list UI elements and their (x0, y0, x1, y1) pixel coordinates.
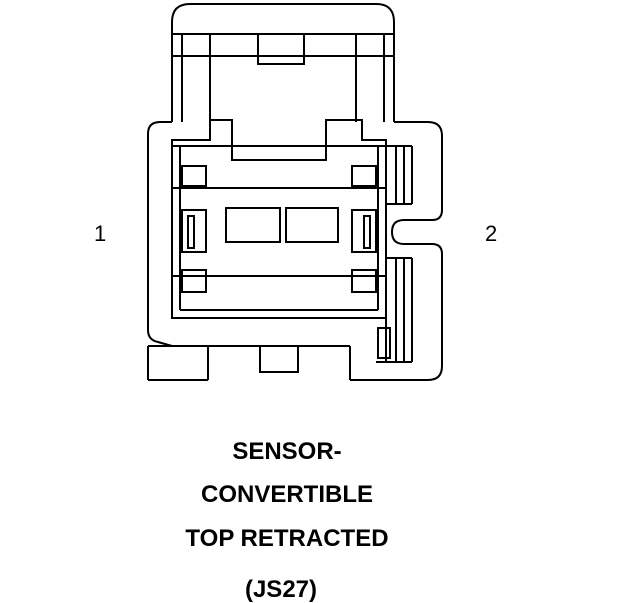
caption-line-1: SENSOR- (232, 438, 342, 465)
pin-window-2 (285, 207, 339, 243)
pin-number-left: 1 (94, 221, 107, 246)
terminal-cavities (181, 165, 377, 293)
caption-line-2: CONVERTIBLE (200, 481, 373, 508)
connector-code: (JS27) (244, 576, 318, 603)
pin-number-right: 2 (485, 221, 498, 246)
top-latch (171, 3, 395, 122)
right-ribs (376, 145, 413, 363)
connector-body (147, 121, 443, 381)
caption-line-3: TOP RETRACTED (185, 525, 389, 552)
center-pin-windows (225, 207, 339, 243)
pin-window-1 (225, 207, 281, 243)
